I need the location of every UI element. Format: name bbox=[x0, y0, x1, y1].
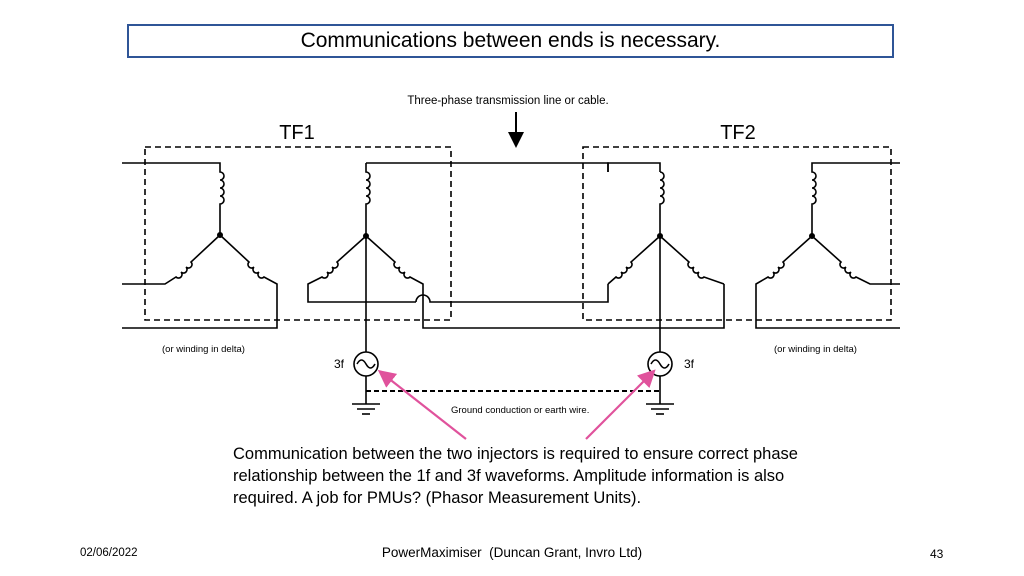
neutral-dot bbox=[809, 233, 815, 239]
callout-arrow-right bbox=[585, 369, 656, 440]
callout-arrow-left bbox=[377, 369, 467, 440]
tf1-label: TF1 bbox=[279, 122, 315, 144]
page-number: 43 bbox=[930, 547, 944, 561]
footer-credit: PowerMaximiser (Duncan Grant, Invro Ltd) bbox=[381, 545, 643, 560]
neutral-dot bbox=[657, 233, 663, 239]
delta-note-left: (or winding in delta) bbox=[162, 344, 245, 355]
tf2-label: TF2 bbox=[720, 122, 756, 144]
wiring bbox=[122, 162, 900, 404]
line-label: Three-phase transmission line or cable. bbox=[407, 95, 608, 107]
ground-icon bbox=[646, 403, 674, 415]
tf1-box bbox=[144, 146, 452, 321]
ac-source-icon bbox=[353, 351, 379, 377]
ac-source-icon bbox=[647, 351, 673, 377]
injector-right-label: 3f bbox=[684, 357, 695, 371]
explanation-text: Communication between the two injectors … bbox=[233, 445, 798, 507]
ground-icon bbox=[352, 403, 380, 415]
footer-date: 02/06/2022 bbox=[80, 547, 138, 559]
injector-left-label: 3f bbox=[334, 357, 345, 371]
neutral-dot bbox=[363, 233, 369, 239]
delta-note-right: (or winding in delta) bbox=[774, 344, 857, 355]
neutral-dot bbox=[217, 232, 223, 238]
ground-label: Ground conduction or earth wire. bbox=[451, 405, 589, 416]
slide-title: Communications between ends is necessary… bbox=[127, 24, 894, 58]
tf2-box bbox=[582, 146, 892, 321]
